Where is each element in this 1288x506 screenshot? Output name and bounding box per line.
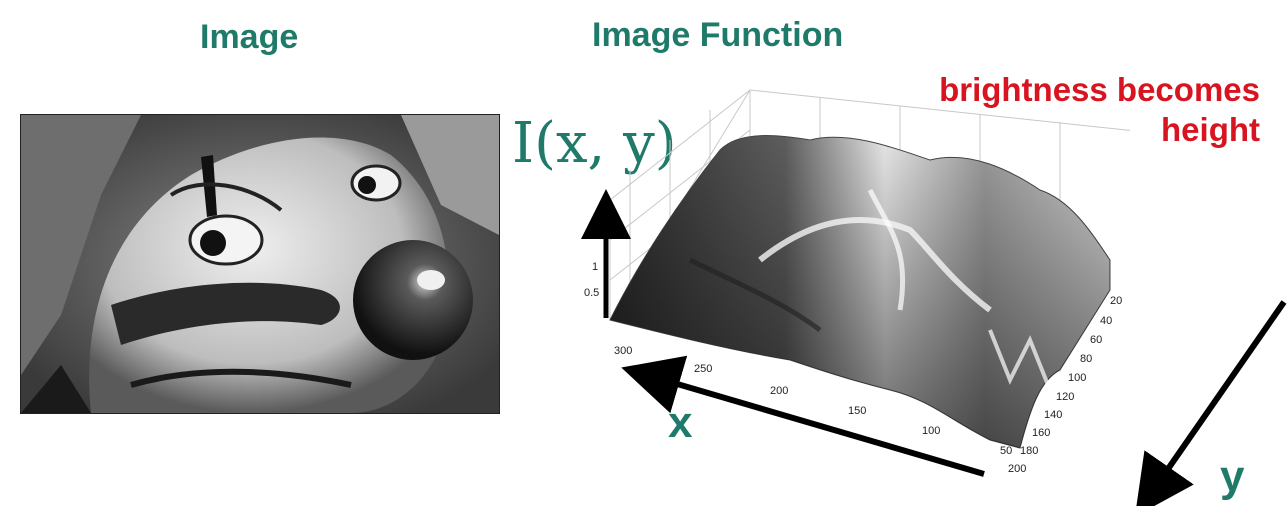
image-heading: Image [200,18,299,56]
x-tick-label: 250 [694,363,712,375]
x-tick-label: 100 [922,425,940,437]
y-axis-letter: y [1220,452,1245,501]
clown-photo-drawing [21,115,499,413]
y-tick-label: 140 [1044,409,1062,421]
annotation-line-1: brightness becomes [939,71,1260,108]
brightness-annotation: brightness becomes height [939,70,1260,150]
z-tick-label: 1 [592,261,598,273]
z-tick-label: 0.5 [584,287,599,299]
y-tick-label: 20 [1110,295,1122,307]
x-tick-label: 150 [848,405,866,417]
x-axis-letter: x [668,398,693,447]
y-direction-arrow [1134,300,1287,506]
x-tick-label: 300 [614,345,632,357]
y-tick-label: 40 [1100,315,1112,327]
x-tick-label: 200 [770,385,788,397]
y-tick-label: 160 [1032,427,1050,439]
y-tick-label: 200 [1008,463,1026,475]
y-tick-label: 60 [1090,334,1102,346]
annotation-line-2: height [1161,111,1260,148]
image-function-heading: Image Function [592,16,844,54]
y-tick-label: 80 [1080,353,1092,365]
y-tick-label: 180 [1020,445,1038,457]
surface-plot: 1 0.5 300 250 200 150 100 50 20 40 60 80… [584,89,1130,475]
y-tick-label: 100 [1068,372,1086,384]
y-tick-label: 120 [1056,391,1074,403]
clown-photo [20,114,500,414]
x-tick-label: 50 [1000,445,1012,457]
image-function-label: I(x, y) [512,111,677,176]
